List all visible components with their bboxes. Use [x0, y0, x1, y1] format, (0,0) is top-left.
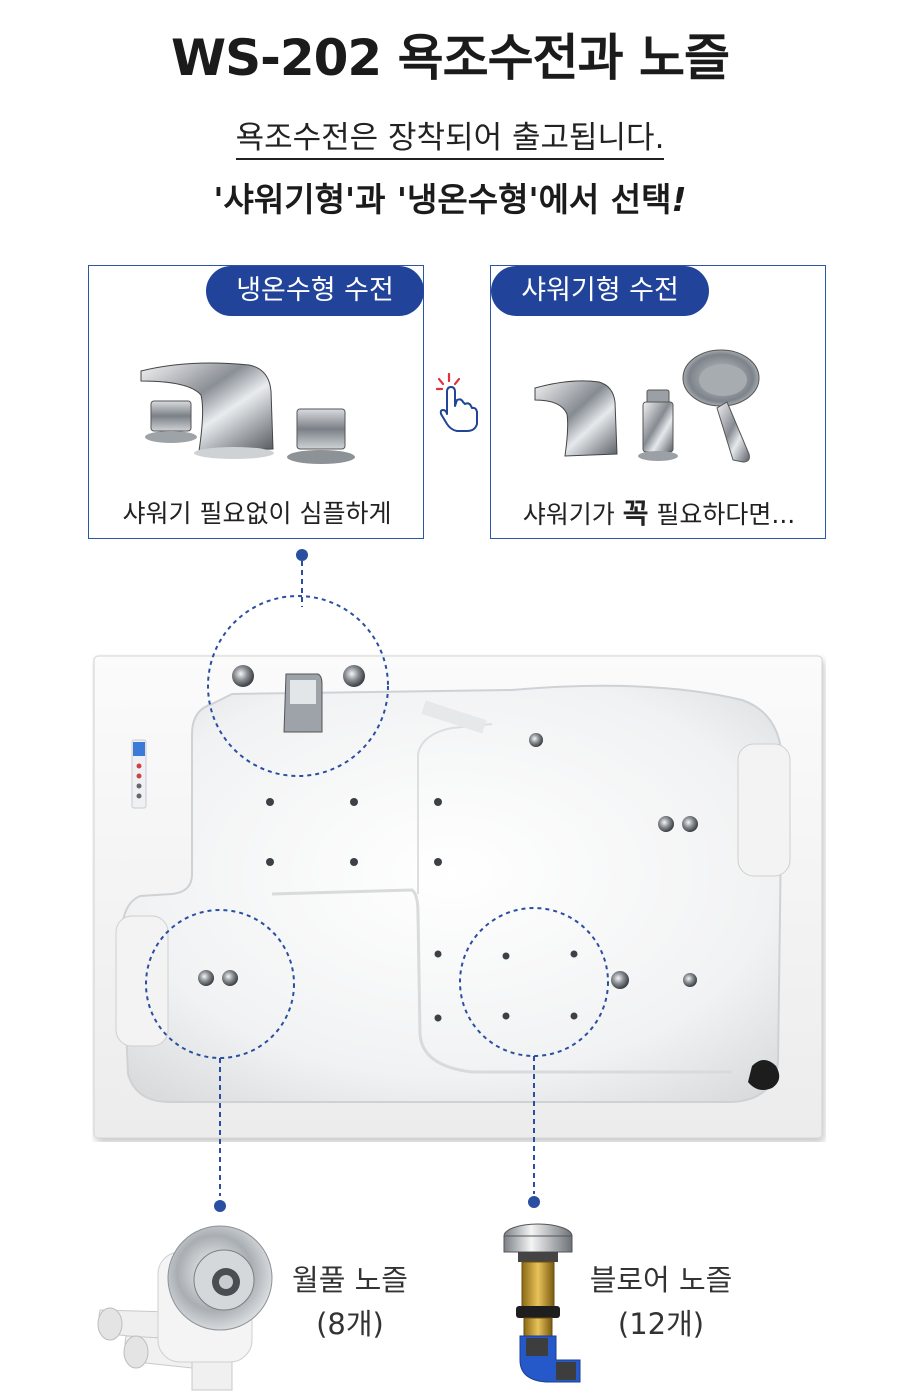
- blower-highlight-circle: [459, 907, 609, 1057]
- shower-caption-after: 필요하다면...: [648, 500, 796, 529]
- shower-faucet-card[interactable]: 샤워기형 수전 샤워기가 꼭 필요하다면...: [490, 265, 826, 539]
- subtitle-choice: '샤워기형'과 '냉온수형'에서 선택!: [0, 173, 900, 221]
- click-hand-icon: [435, 372, 478, 432]
- subtitle-choice-mark: !: [671, 180, 687, 219]
- whirlpool-nozzle-label: 월풀 노즐 (8개): [280, 1258, 420, 1346]
- whirlpool-highlight-circle: [145, 909, 295, 1059]
- whirlpool-nozzle-image: [97, 1225, 273, 1391]
- page-title: WS-202 욕조수전과 노즐: [170, 29, 730, 87]
- shower-caption-emphasis: 꼭: [622, 497, 649, 530]
- shower-faucet-image: [534, 349, 760, 463]
- subtitle-choice-text: '샤워기형'과 '냉온수형'에서 선택: [213, 180, 672, 219]
- faucet-connector-line: [296, 549, 308, 607]
- blower-nozzle-name: 블로어 노즐: [589, 1263, 733, 1297]
- shower-faucet-tag: 샤워기형 수전: [491, 266, 709, 316]
- whirlpool-nozzle-name: 월풀 노즐: [292, 1263, 408, 1297]
- whirlpool-nozzle-count: (8개): [316, 1307, 384, 1341]
- highlight-overlay: [145, 595, 609, 1212]
- hot-cold-faucet-tag: 냉온수형 수전: [206, 266, 424, 316]
- blower-nozzle-label: 블로어 노즐 (12개): [586, 1258, 736, 1346]
- hot-cold-faucet-card[interactable]: 냉온수형 수전 샤워기 필요없이 심플하게: [88, 265, 424, 539]
- shower-faucet-caption: 샤워기가 꼭 필요하다면...: [491, 492, 827, 532]
- blower-nozzle-count: (12개): [617, 1307, 705, 1341]
- hot-cold-faucet-caption: 샤워기 필요없이 심플하게: [122, 499, 392, 528]
- bathtub-image: [93, 655, 823, 1139]
- faucet-highlight-circle: [207, 595, 389, 777]
- shower-caption-before: 샤워기가: [522, 500, 623, 529]
- subtitle-underlined-text: 욕조수전은 장착되어 출고됩니다.: [235, 120, 665, 160]
- hot-cold-faucet-image: [140, 362, 355, 464]
- blower-nozzle-image: [503, 1223, 581, 1383]
- subtitle-factory-installed: 욕조수전은 장착되어 출고됩니다.: [0, 112, 900, 160]
